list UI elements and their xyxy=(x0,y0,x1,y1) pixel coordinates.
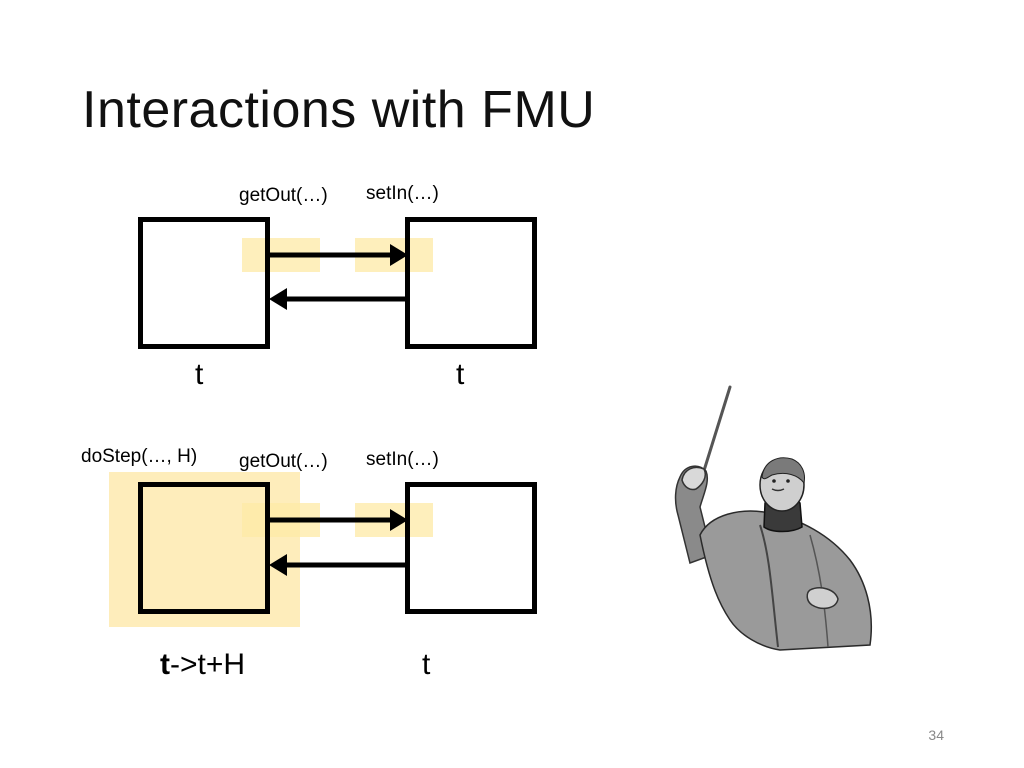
top-right-time-label: t xyxy=(456,358,465,391)
bottom-setin-arrow xyxy=(269,554,405,576)
top-left-time-label: t xyxy=(195,358,204,391)
top-setin-arrow xyxy=(269,288,405,310)
bottom-getout-label: getOut(…) xyxy=(239,451,328,472)
dostep-label: doStep(…, H) xyxy=(81,446,198,467)
conductor-icon xyxy=(674,385,873,651)
bottom-left-time-rest: ->t+H xyxy=(170,648,246,681)
top-left-fmu-box[interactable] xyxy=(138,217,270,349)
bottom-left-fmu-box[interactable] xyxy=(138,482,270,614)
slide-title: Interactions with FMU xyxy=(82,81,596,139)
bottom-setin-label: setIn(…) xyxy=(366,449,439,470)
top-getout-label: getOut(…) xyxy=(239,185,328,206)
top-setin-label: setIn(…) xyxy=(366,183,439,204)
top-getout-arrow xyxy=(270,244,408,266)
page-number: 34 xyxy=(928,727,944,743)
bottom-left-time-label: t->t+H xyxy=(160,648,245,682)
bottom-left-time-bold: t xyxy=(160,648,170,681)
bottom-right-time-label: t xyxy=(422,648,431,681)
bottom-right-fmu-box[interactable] xyxy=(405,482,537,614)
bottom-getout-arrow xyxy=(270,509,408,531)
top-right-fmu-box[interactable] xyxy=(405,217,537,349)
